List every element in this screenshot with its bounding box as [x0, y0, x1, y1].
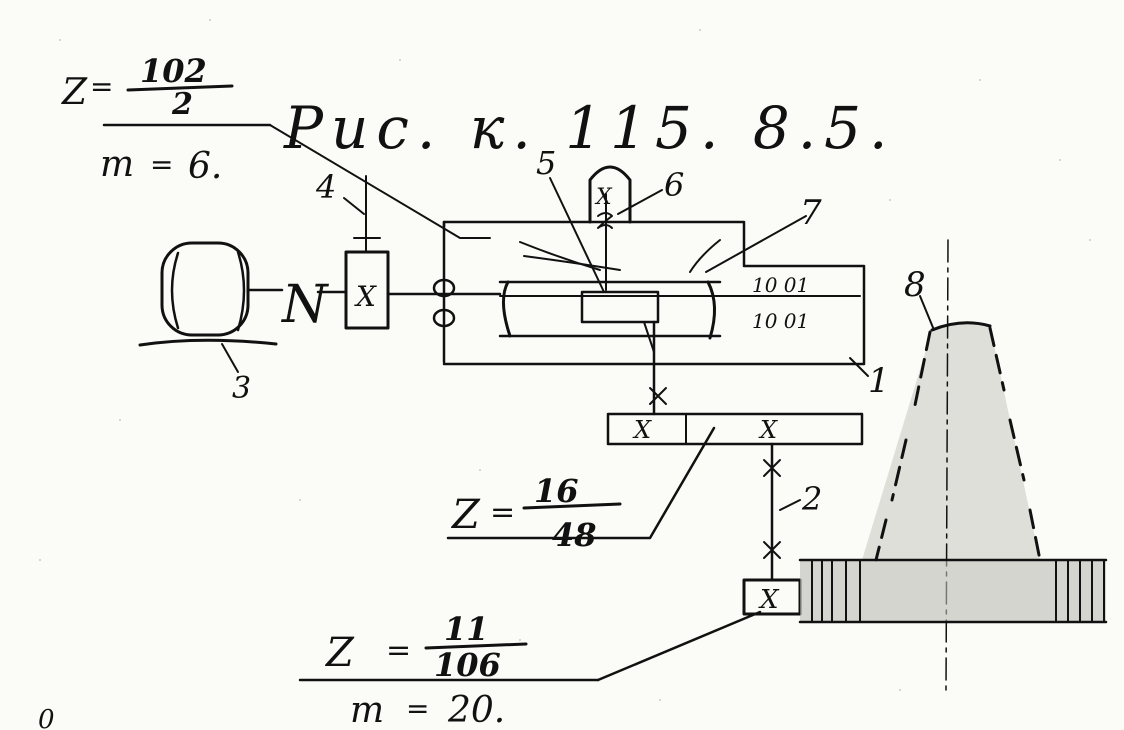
gear-top-z-label: Z [61, 72, 88, 113]
label-4: 4 [315, 168, 336, 206]
gear-bottom-m-value: 20. [447, 690, 505, 730]
shaft-bearings [432, 220, 456, 364]
rotary-kiln-cone [798, 239, 1108, 691]
label-6-leader [617, 189, 663, 215]
gear-top-m-equals: = [150, 148, 173, 181]
gear-top-m-label: m [100, 144, 134, 185]
label-2: 2 [801, 480, 822, 518]
gear-annotation-middle: Z = 16 48 [446, 426, 716, 554]
label-8: 8 [904, 265, 926, 305]
gear-bottom-z-denominator: 106 [434, 646, 501, 684]
label-4-leader [343, 197, 365, 215]
clutch-box-cross: X [354, 280, 377, 313]
gear-top-m-value: 6. [188, 146, 222, 187]
gear-pair-middle [606, 387, 864, 582]
gear-middle-z-label: Z [450, 492, 481, 538]
output-gear-cross: X [758, 585, 780, 615]
label-5-leader [549, 177, 605, 293]
gear-bottom-z-numerator: 11 [444, 610, 489, 648]
gear-middle-equals: = [490, 495, 515, 530]
gear-middle-z-numerator: 16 [534, 472, 579, 510]
label-3: 3 [232, 371, 251, 406]
corner-mark: 0 [38, 705, 55, 730]
ratio-lower: 10 01 [752, 309, 809, 333]
spring-mechanism [588, 165, 632, 291]
label-6: 6 [664, 166, 684, 204]
gear-bottom-m-equals: = [406, 692, 429, 725]
label-1: 1 [868, 361, 890, 401]
label-7: 7 [800, 193, 822, 233]
gear-middle-cross-left: X [632, 416, 652, 444]
label-7-leader [705, 215, 807, 273]
gear-middle-z-denominator: 48 [552, 516, 597, 554]
gear-top-z-denominator: 2 [171, 87, 193, 122]
electric-motor [138, 241, 284, 347]
figure-caption: Рис. к. 115. 8.5. [283, 94, 896, 162]
spring-cross: X [594, 185, 613, 210]
label-1-leader [849, 357, 869, 377]
gear-top-equals: = [90, 70, 113, 103]
gear-middle-leader-line [446, 426, 716, 540]
paper-noise [39, 19, 1091, 701]
coupling-symbol: N [280, 275, 329, 335]
label-2-leader [779, 499, 801, 511]
gear-middle-cross-right: X [758, 416, 778, 444]
gear-bottom-m-label: m [350, 690, 384, 730]
gear-bottom-equals: = [386, 633, 411, 668]
clutch-box: X [344, 175, 502, 330]
label-8-leader [919, 295, 935, 331]
gear-top-fraction-bar [126, 84, 234, 92]
label-5: 5 [536, 144, 556, 182]
gear-bottom-z-label: Z [324, 630, 355, 676]
label-3-leader [221, 343, 239, 373]
gear-annotation-top: Z = 102 2 m = 6. [61, 52, 491, 239]
main-housing [442, 220, 866, 416]
ratio-upper: 10 01 [752, 273, 809, 297]
gear-top-z-numerator: 102 [140, 52, 207, 90]
gear-top-leader-line [269, 124, 491, 239]
gear-annotation-bottom: Z = 11 106 m = 20. [298, 610, 762, 730]
